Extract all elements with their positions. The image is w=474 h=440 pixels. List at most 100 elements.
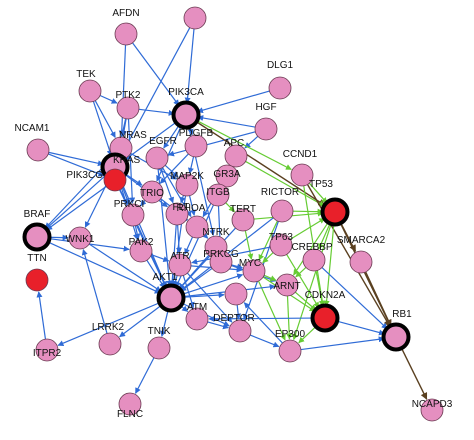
edge-egfr-flt [160,168,174,204]
edge-pdgfb-map2k [187,156,195,174]
edge-myc-ep300 [257,280,286,341]
node-tnik [147,336,171,360]
node-label-dlg1: DLG1 [267,60,294,71]
edge-akt1-lrrk2 [119,304,163,338]
edge-tek-kras [92,101,113,157]
node-label-map2k: MAP2K [170,171,204,182]
node-label-flnc: FLNC [117,409,143,420]
node-smarca2 [349,250,373,274]
node-ccnd1 [290,163,314,187]
edge-prkci-akt1 [137,224,167,288]
edge-deptor-ep300 [249,334,280,348]
edge-map2k-flt [179,195,186,204]
node-label-apc: APC [224,138,245,149]
edge-afdn-pik3ca [132,42,180,106]
edge-crebbp-cdkn2a [315,270,325,307]
node-label-rictor: RICTOR [261,187,299,198]
node-label-smarca2: SMARCA2 [337,235,386,246]
node-label-atr: ATR [170,251,189,262]
node-wnk1 [68,226,92,250]
node-label-pik3ca: PIK3CA [168,87,204,98]
edge-crebbp-arnt [295,267,307,278]
edge-atr-atm [182,275,195,309]
edge-pik3ca-ccnd1 [195,119,292,171]
node-label-pak2: PAK2 [129,237,154,248]
node-label-braf: BRAF [24,209,51,220]
node-label-pdgfb: PDGFB [179,128,214,139]
node-apc [224,144,248,168]
node-label-rhoa: RHOA [177,203,206,214]
edge-akt1-tnik [160,308,170,337]
node-flt [165,202,189,226]
edge-akt1-myc [181,273,244,296]
node-braf [22,222,52,252]
edge-rhoa-ntrk [201,232,209,239]
node-rb1 [381,322,411,352]
edge-lrrk2-wnk1 [81,248,108,334]
edge-akt1-itpr2 [57,301,162,347]
edge-ncam1-kras [48,151,104,167]
edge-akt1-n_mid [181,292,225,299]
edge-tert-myc [244,230,254,260]
edge-rictor-tp53 [292,208,324,215]
edge-tp53-ep300 [292,222,333,341]
node-label-afdn: AFDN [112,8,139,19]
edge-tp53-arnt [293,220,330,276]
node-label-nras: NRAS [119,130,147,141]
node-label-pik3r1: PIK3CG [66,170,103,181]
edge-apc-tp53 [245,160,326,207]
node-layer [22,6,444,422]
edge-rb1-ncapd3 [400,346,428,400]
node-atm [185,307,209,331]
edge-n_mid-deptor [235,304,242,320]
node-label-ntrk: NTRK [202,227,230,238]
node-arnt [275,273,299,297]
edge-n_top-pik3ca [184,28,195,104]
node-map2k [175,173,199,197]
node-label-wnk1: WNK1 [66,234,95,245]
node-afdn [114,22,138,46]
edge-smarca2-rb1 [365,271,392,327]
edge-tp63-myc [262,252,274,264]
edge-kras-trio [123,172,143,186]
node-flnc [118,392,142,416]
node-ttn [25,268,49,292]
edge-hgf-egfr [168,131,256,157]
node-label-tp53: TP53 [309,179,333,190]
edge-wnk1-akt1 [88,243,162,292]
edge-pak2-atr [151,254,170,262]
edge-pak2-akt1 [146,259,166,289]
node-label-itgb: ITGB [206,187,230,198]
edge-cdkn2a-ep300 [298,325,318,344]
node-label-akt1: AKT1 [152,272,177,283]
node-ptk2 [116,96,140,120]
node-label-gr3a: GR3A [213,169,241,180]
edge-ccnd1-cdkn2a [303,185,326,307]
edge-tnik-flnc [134,357,155,394]
node-atr [168,253,192,277]
node-label-hgf: HGF [255,102,276,113]
node-label-ccnd1: CCND1 [283,149,318,160]
edge-arnt-ep300 [286,295,293,340]
edge-flt-atr [175,224,182,254]
edge-pik3ca-egfr [163,123,181,149]
node-label-myc: MYC [239,258,261,269]
node-gr3a [215,164,239,188]
edge-tp63-atr [191,246,271,265]
edge-pik3ca-trio [156,124,183,182]
edge-ep300-n_mid [243,302,283,344]
node-label-ttn: TTN [27,253,46,264]
node-tert [231,208,255,232]
node-label-tnik: TNIK [148,326,171,337]
node-label-flt: FLT [172,202,189,213]
edge-tek-ptk2 [99,94,118,104]
edge-dlg1-pik3ca [196,90,270,114]
node-label-crebbp: CREBBP [291,242,332,253]
node-trio [140,180,164,204]
node-label-tert: TERT [230,204,256,215]
edge-cdkn2a-atm [208,315,315,322]
node-label-prkci: PRKCI [114,199,145,210]
edge-tp63-cdkn2a [286,254,320,309]
